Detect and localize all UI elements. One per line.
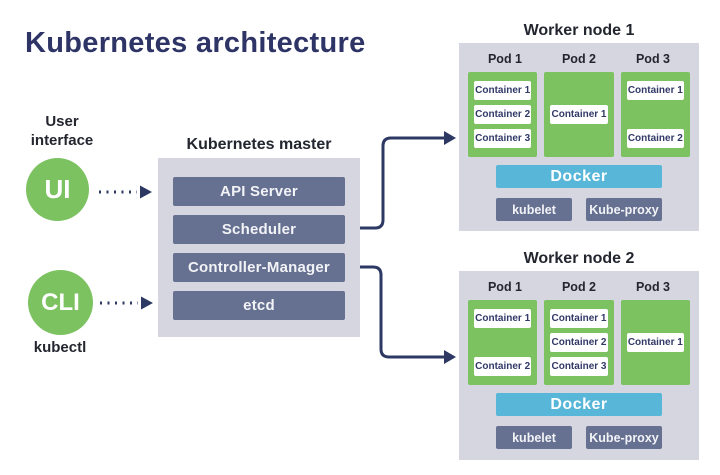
worker-node-2-box: Pod 1 Pod 2 Pod 3 Container 1 Container … bbox=[459, 271, 699, 460]
worker-node-1: Worker node 1 Pod 1 Pod 2 Pod 3 Containe… bbox=[459, 22, 699, 231]
cli-circle-text: CLI bbox=[41, 288, 80, 316]
kube-proxy-badge: Kube-proxy bbox=[586, 198, 662, 221]
container-box: Container 3 bbox=[474, 129, 532, 148]
pod-labels-row: Pod 1 Pod 2 Pod 3 bbox=[468, 279, 690, 295]
pod-3-label: Pod 3 bbox=[635, 52, 671, 66]
worker-node-2-title: Worker node 2 bbox=[523, 250, 635, 267]
docker-bar: Docker bbox=[496, 393, 662, 416]
pod-3-label: Pod 3 bbox=[635, 280, 671, 294]
kubectl-label: kubectl bbox=[33, 339, 87, 356]
pod-3: Container 1 Container 2 bbox=[620, 72, 690, 157]
services-row: kubelet Kube-proxy bbox=[496, 426, 662, 449]
docker-bar: Docker bbox=[496, 165, 662, 188]
kubelet-badge: kubelet bbox=[496, 426, 572, 449]
master-title: Kubernetes master bbox=[186, 136, 332, 153]
worker-node-1-box: Pod 1 Pod 2 Pod 3 Container 1 Container … bbox=[459, 43, 699, 231]
services-row: kubelet Kube-proxy bbox=[496, 198, 662, 221]
worker-node-2: Worker node 2 Pod 1 Pod 2 Pod 3 Containe… bbox=[459, 250, 699, 460]
connector-master-to-node2 bbox=[360, 265, 444, 359]
component-controller-manager: Controller-Manager bbox=[173, 253, 345, 282]
container-box: Container 1 bbox=[626, 81, 684, 100]
arrowhead-ui-icon bbox=[140, 185, 152, 199]
container-box: Container 2 bbox=[474, 357, 532, 376]
user-interface-label: User interface bbox=[30, 113, 94, 149]
pod-3: Container 1 bbox=[620, 300, 690, 385]
master-box: API Server Scheduler Controller-Manager … bbox=[158, 158, 360, 337]
pod-2-label: Pod 2 bbox=[561, 52, 597, 66]
pod-2-label: Pod 2 bbox=[561, 280, 597, 294]
arrowhead-node2-icon bbox=[444, 350, 456, 364]
arrowhead-node1-icon bbox=[444, 131, 456, 145]
cli-circle: CLI bbox=[28, 270, 93, 335]
pod-1-label: Pod 1 bbox=[487, 52, 523, 66]
pod-1: Container 1 Container 2 bbox=[468, 300, 538, 385]
pod-2: Container 1 bbox=[544, 72, 614, 157]
kubernetes-master: Kubernetes master API Server Scheduler C… bbox=[158, 137, 360, 337]
worker-node-1-title: Worker node 1 bbox=[523, 22, 635, 39]
container-box: Container 1 bbox=[550, 309, 608, 328]
container-box: Container 1 bbox=[474, 309, 532, 328]
kube-proxy-badge: Kube-proxy bbox=[586, 426, 662, 449]
container-box: Container 1 bbox=[550, 105, 608, 124]
pod-1-label: Pod 1 bbox=[487, 280, 523, 294]
pod-2: Container 1 Container 2 Container 3 bbox=[544, 300, 614, 385]
container-box: Container 2 bbox=[626, 129, 684, 148]
component-api-server: API Server bbox=[173, 177, 345, 206]
connector-master-to-node1 bbox=[360, 136, 444, 230]
component-etcd: etcd bbox=[173, 291, 345, 320]
component-scheduler: Scheduler bbox=[173, 215, 345, 244]
ui-circle: UI bbox=[26, 158, 89, 221]
pods-row: Container 1 Container 2 Container 3 Cont… bbox=[468, 72, 690, 157]
page-title: Kubernetes architecture bbox=[25, 27, 366, 59]
pod-1: Container 1 Container 2 Container 3 bbox=[468, 72, 538, 157]
container-box: Container 2 bbox=[474, 105, 532, 124]
container-box: Container 1 bbox=[626, 333, 684, 352]
container-box: Container 1 bbox=[474, 81, 532, 100]
arrowhead-cli-icon bbox=[141, 296, 153, 310]
ui-circle-text: UI bbox=[44, 174, 71, 204]
pods-row: Container 1 Container 2 Container 1 Cont… bbox=[468, 300, 690, 385]
pod-labels-row: Pod 1 Pod 2 Pod 3 bbox=[468, 51, 690, 67]
kubelet-badge: kubelet bbox=[496, 198, 572, 221]
container-box: Container 3 bbox=[550, 357, 608, 376]
container-box: Container 2 bbox=[550, 333, 608, 352]
